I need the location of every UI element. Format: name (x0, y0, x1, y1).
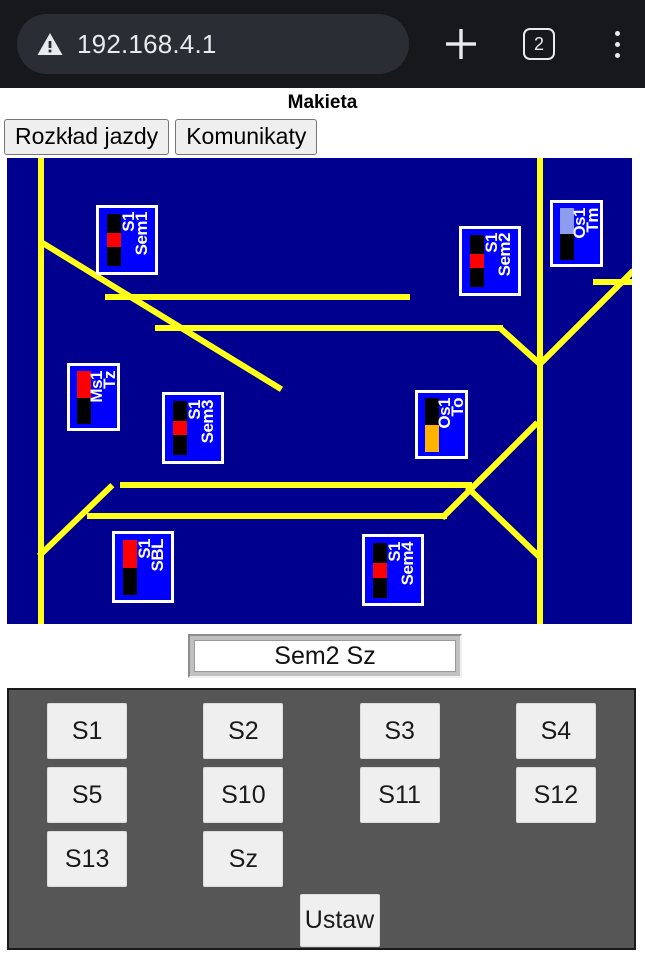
nav-button-group: Rozkład jazdy Komunikaty (0, 119, 645, 155)
lamp-middle (470, 253, 484, 269)
selection-readout-value[interactable]: Sem2 Sz (194, 640, 456, 672)
rail-right-vertical (537, 158, 543, 624)
three-dot-menu-icon (614, 30, 620, 58)
lamp-bottom (373, 577, 387, 598)
lamp-bottom (173, 435, 187, 455)
messages-button[interactable]: Komunikaty (175, 119, 318, 155)
lamp-top (107, 214, 121, 233)
control-row-3: S13 Sz (9, 831, 634, 887)
rail-horizontal-lower-upper (120, 482, 472, 488)
rail-stub-top-right (593, 279, 632, 285)
signal-tz-ms1[interactable]: Tz Ms1 (67, 363, 120, 431)
lamp-bottom (425, 425, 439, 452)
control-panel: S1 S2 S3 S4 S5 S10 S11 S12 S13 Sz Ustaw (7, 688, 636, 950)
signal-tm-os1[interactable]: Tm Os1 (550, 200, 603, 267)
button-s1[interactable]: S1 (47, 703, 128, 759)
browser-toolbar: 192.168.4.1 2 (0, 0, 645, 88)
button-s4[interactable]: S4 (515, 703, 596, 759)
signal-sem2-track: S1 (482, 233, 501, 253)
set-button[interactable]: Ustaw (299, 894, 380, 947)
lamp-bottom (107, 247, 121, 266)
button-sz[interactable]: Sz (203, 831, 284, 887)
lamp-bottom (560, 234, 574, 260)
signal-sbl1-track: S1 (135, 539, 154, 559)
button-s12[interactable]: S12 (515, 767, 596, 823)
button-s5[interactable]: S5 (47, 767, 128, 823)
lamp-top (77, 371, 91, 398)
signal-sem4-track: S1 (385, 542, 404, 562)
signal-tz-ms1-lamps (77, 371, 91, 424)
track-diagram[interactable]: Sem1 S1 Sem2 S1 Tm Os1 (7, 158, 632, 624)
rail-diagonal-lower-left (36, 482, 115, 559)
lamp-middle (373, 563, 387, 578)
selection-readout: Sem2 Sz (188, 634, 462, 678)
rail-diagonal-lower-right-a (464, 484, 542, 559)
signal-sem3-lamps (173, 401, 187, 455)
signal-tz-ms1-track: Ms1 (87, 371, 106, 403)
plus-icon (446, 29, 476, 59)
signal-sem4[interactable]: Sem4 S1 (362, 534, 424, 606)
address-bar[interactable]: 192.168.4.1 (17, 14, 409, 74)
web-page: Makieta Rozkład jazdy Komunikaty (0, 88, 645, 960)
rail-horizontal-lower-main (87, 513, 447, 519)
control-row-2: S5 S10 S11 S12 (9, 767, 634, 823)
signal-to-os1-track: Os1 (435, 398, 454, 429)
new-tab-button[interactable] (433, 16, 489, 72)
button-s2[interactable]: S2 (203, 703, 284, 759)
rail-left-vertical (38, 158, 44, 624)
page-title: Makieta (287, 92, 358, 113)
signal-to-os1[interactable]: To Os1 (415, 390, 468, 459)
lamp-top (123, 540, 137, 568)
lamp-top (560, 208, 574, 234)
signal-sbl1-lamps (123, 540, 137, 595)
lamp-bottom (77, 397, 91, 424)
tab-count-badge: 2 (523, 28, 555, 60)
button-s3[interactable]: S3 (359, 703, 440, 759)
url-text: 192.168.4.1 (77, 28, 217, 59)
signal-sem1[interactable]: Sem1 S1 (96, 205, 158, 275)
lamp-bottom (470, 268, 484, 287)
signal-sem1-lamps (107, 214, 121, 266)
button-s10[interactable]: S10 (203, 767, 284, 823)
timetable-button[interactable]: Rozkład jazdy (4, 119, 170, 155)
lamp-top (173, 401, 187, 421)
control-row-submit: Ustaw (9, 894, 634, 947)
tab-switcher-button[interactable]: 2 (511, 16, 567, 72)
signal-to-os1-lamps (425, 398, 439, 452)
warning-triangle-icon (37, 33, 63, 55)
signal-sem2[interactable]: Sem2 S1 (459, 226, 521, 296)
button-s13[interactable]: S13 (47, 831, 128, 887)
lamp-middle (107, 232, 121, 248)
signal-sbl1[interactable]: SBL S1 (112, 531, 174, 603)
lamp-bottom (123, 567, 137, 595)
signal-sem1-track: S1 (119, 212, 138, 232)
browser-menu-button[interactable] (589, 16, 645, 72)
signal-sem4-lamps (373, 543, 387, 598)
rail-horizontal-upper (105, 294, 410, 300)
signal-tm-os1-lamps (560, 208, 574, 260)
control-row-1: S1 S2 S3 S4 (9, 703, 634, 759)
signal-sem3[interactable]: Sem3 S1 (162, 392, 224, 464)
lamp-top (470, 235, 484, 254)
button-s11[interactable]: S11 (359, 767, 440, 823)
rail-horizontal-upper-main (155, 325, 503, 331)
signal-sem3-track: S1 (185, 400, 204, 420)
signal-tm-os1-track: Os1 (570, 208, 589, 239)
lamp-top (425, 398, 439, 425)
lamp-top (373, 543, 387, 564)
signal-sem2-lamps (470, 235, 484, 287)
lamp-middle (173, 420, 187, 436)
